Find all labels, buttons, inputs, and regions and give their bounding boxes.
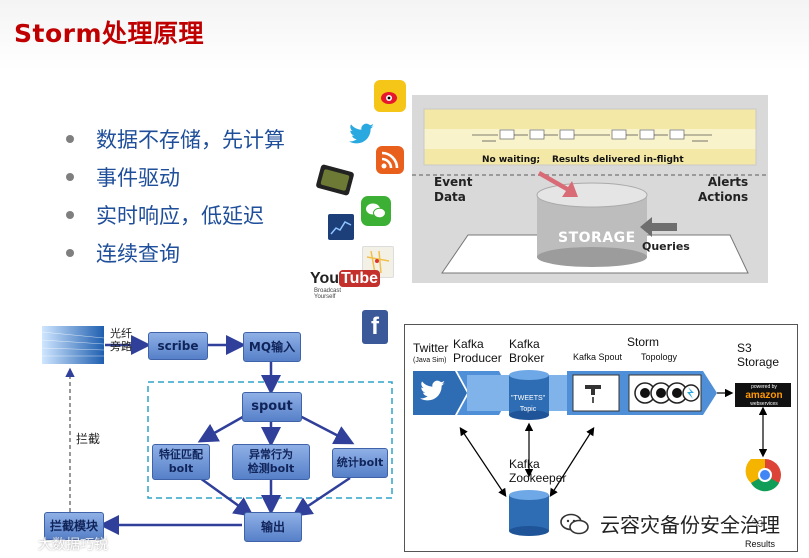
topology-label: Topology <box>641 352 678 362</box>
bullet-list: 数据不存储，先计算 事件驱动 实时响应，低延迟 连续查询 <box>66 120 285 272</box>
kafka-storm-diagram: Twitter (Java Sim) Kafka Producer Kafka … <box>404 324 798 552</box>
anomaly-detect-bolt-box: 异常行为 检测bolt <box>232 444 310 480</box>
gps-device-icon <box>315 164 355 196</box>
weibo-icon <box>374 80 406 112</box>
bullet-dot-icon <box>66 135 74 143</box>
intercept-label: 拦截 <box>76 432 101 446</box>
bullet-item: 连续查询 <box>66 234 285 272</box>
kafka-zookeeper-label: Kafka Zookeeper <box>509 457 567 485</box>
wechat-icon <box>560 513 590 535</box>
output-box: 输出 <box>244 512 302 542</box>
bullet-item: 事件驱动 <box>66 158 285 196</box>
no-waiting-label: No waiting; <box>482 155 541 165</box>
bottom-left-watermark-icon <box>4 536 34 554</box>
fiber-tap-label: 光纤 旁路 <box>110 327 132 353</box>
bullet-dot-icon <box>66 211 74 219</box>
kafka-broker-label: Kafka Broker <box>509 337 545 365</box>
s3-storage-label: S3 Storage <box>737 341 780 369</box>
intercept-module-box: 拦截模块 <box>44 512 104 540</box>
bottom-left-watermark: 大数据巧锐 <box>38 537 108 553</box>
header-band <box>0 0 809 70</box>
amazon-webservices-logo: powered by amazon webservices <box>745 384 783 407</box>
event-data-label: Event Data <box>434 175 473 204</box>
bullet-item: 实时响应，低延迟 <box>66 196 285 234</box>
facebook-icon: f <box>362 310 388 344</box>
storage-diagram: No waiting; Results delivered in-flight … <box>412 95 768 283</box>
mq-input-box: MQ输入 <box>243 332 301 362</box>
stats-bolt-box: 统计bolt <box>332 448 388 478</box>
bullet-item: 数据不存储，先计算 <box>66 120 285 158</box>
s3-partial-label: S3 <box>751 519 764 530</box>
spout-box: spout <box>242 392 302 422</box>
wechat-icon <box>361 196 391 226</box>
flow-diagram-arrows <box>41 326 393 535</box>
storm-label: Storm <box>627 335 660 349</box>
stock-chart-icon <box>328 214 354 240</box>
results-in-flight-label: Results delivered in-flight <box>552 155 684 165</box>
twitter-bird-icon <box>348 120 376 148</box>
scribe-box: scribe <box>148 332 208 360</box>
kafka-producer-label: Kafka Producer <box>453 337 502 365</box>
results-label: Results <box>745 539 776 549</box>
storage-diagram-art <box>412 108 768 274</box>
queries-label: Queries <box>642 240 690 253</box>
alerts-actions-label: Alerts Actions <box>698 175 749 204</box>
java-sim-label: (Java Sim) <box>413 357 447 364</box>
twitter-label: Twitter <box>413 341 449 355</box>
storage-cylinder-label: STORAGE <box>558 230 636 246</box>
kafka-spout-label: Kafka Spout <box>573 352 623 362</box>
flow-diagram: 光纤 旁路 scribe MQ输入 spout 特征匹配 bolt 异常行为 检… <box>0 318 400 557</box>
youtube-tagline: Broadcast Yourself <box>314 288 342 300</box>
kafka-storm-art <box>413 370 791 536</box>
tweets-topic-label: "TWEETS" Topic <box>511 395 546 413</box>
wechat-watermark: 云容灾备份安全治理 <box>560 509 780 538</box>
slide-title: Storm处理原理 <box>14 19 205 48</box>
bullet-dot-icon <box>66 249 74 257</box>
rss-icon <box>376 146 404 174</box>
feature-match-bolt-box: 特征匹配 bolt <box>152 444 210 480</box>
bullet-dot-icon <box>66 173 74 181</box>
